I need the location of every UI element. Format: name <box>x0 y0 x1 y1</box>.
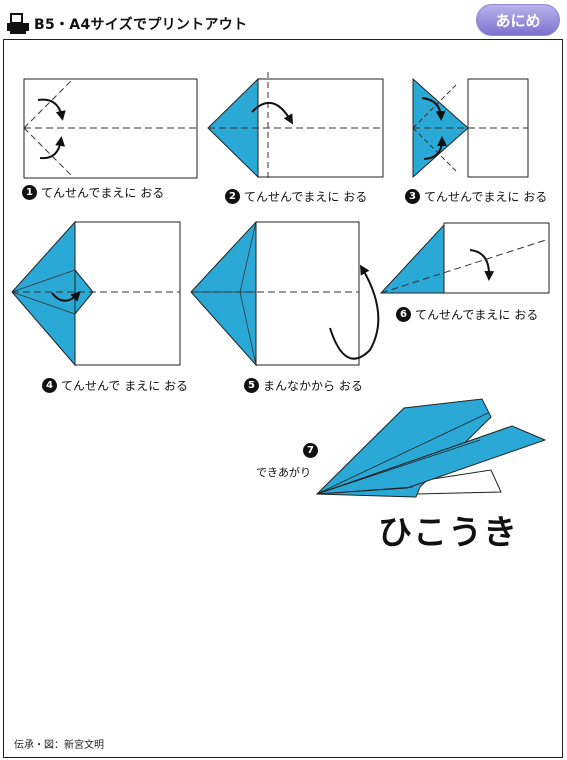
step-1-caption: 1 てんせんでまえに おる <box>22 184 164 201</box>
step-5-caption: 5 まんなかから おる <box>244 377 363 394</box>
step-7-number: 7 <box>303 443 318 458</box>
step-4-text: てんせんで まえに おる <box>61 379 189 393</box>
step-4-diagram <box>11 220 181 367</box>
step-7-text: できあがり <box>256 466 311 479</box>
anime-button-label: あにめ <box>495 11 541 30</box>
model-title: ひこうき <box>378 513 518 553</box>
printer-icon <box>7 13 29 34</box>
step-2-caption: 2 てんせんでまえに おる <box>225 188 367 205</box>
step-3-text: てんせんでまえに おる <box>424 190 548 204</box>
step-6-number: 6 <box>396 307 411 322</box>
step-5-text: まんなかから おる <box>263 379 363 393</box>
anime-button[interactable]: あにめ <box>476 4 560 36</box>
step-2-text: てんせんでまえに おる <box>244 190 368 204</box>
step-4-number: 4 <box>42 378 57 393</box>
print-link-label: B5・A4サイズでプリントアウト <box>34 17 248 33</box>
step-1-diagram <box>23 78 198 179</box>
step-6-text: てんせんでまえに おる <box>415 308 539 322</box>
step-4-caption: 4 てんせんで まえに おる <box>42 377 188 394</box>
step-5-number: 5 <box>244 378 259 393</box>
step-5-diagram <box>190 220 380 367</box>
step-1-text: てんせんでまえに おる <box>41 186 165 200</box>
header-bar: B5・A4サイズでプリントアウト あにめ <box>0 0 567 40</box>
credit-text: 伝承・図：新宮文明 <box>14 740 104 751</box>
step-3-diagram <box>412 77 529 179</box>
step-3-caption: 3 てんせんでまえに おる <box>405 188 547 205</box>
content-frame <box>3 39 563 758</box>
step-2-number: 2 <box>225 189 240 204</box>
step-1-number: 1 <box>22 185 37 200</box>
step-6-diagram <box>379 222 550 294</box>
step-7-diagram <box>315 398 547 498</box>
step-2-diagram <box>207 72 384 182</box>
print-link[interactable]: B5・A4サイズでプリントアウト <box>6 13 247 35</box>
step-3-number: 3 <box>405 189 420 204</box>
step-6-caption: 6 てんせんでまえに おる <box>396 306 538 323</box>
